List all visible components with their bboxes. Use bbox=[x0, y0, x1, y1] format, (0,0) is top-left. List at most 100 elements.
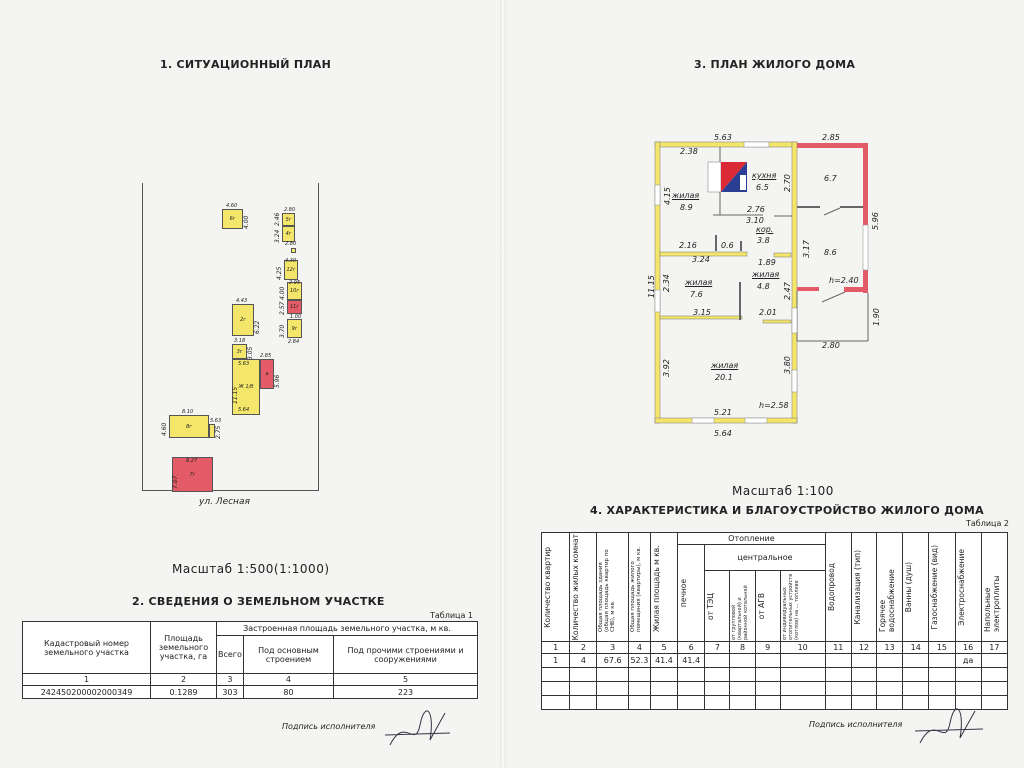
page-fold bbox=[500, 0, 506, 768]
header: Горячее водоснабжение bbox=[878, 569, 896, 633]
dim-side: 4.25 bbox=[276, 266, 283, 280]
dim-side: 5.96 bbox=[274, 374, 281, 388]
cell: 67.6 bbox=[596, 653, 629, 669]
plan-scale: Масштаб 1:100 bbox=[732, 484, 834, 498]
building-small bbox=[291, 248, 296, 253]
dim-side: 4.00 bbox=[243, 215, 250, 229]
header-total: Всего bbox=[216, 635, 244, 674]
header: Жилая площадь м кв. bbox=[651, 545, 661, 633]
cell: 1 bbox=[540, 653, 571, 669]
dim-side: 2.46 bbox=[274, 212, 281, 226]
header: от групповой (квартальной) и районной ко… bbox=[731, 585, 750, 641]
land-title: 2. СВЕДЕНИЯ О ЗЕМЕЛЬНОМ УЧАСТКЕ bbox=[132, 595, 385, 608]
dim-side: 3.70 bbox=[279, 324, 286, 338]
dim: 3.24 bbox=[692, 255, 710, 264]
room-name: жилая bbox=[752, 270, 780, 279]
col-num: 4 bbox=[627, 641, 651, 655]
building-10g: 10г bbox=[287, 282, 302, 300]
cell bbox=[875, 653, 904, 669]
dim: 5.21 bbox=[714, 408, 732, 417]
cell bbox=[704, 653, 731, 669]
dim: 2.01 bbox=[759, 308, 777, 317]
dim: 5.64 bbox=[238, 407, 250, 413]
built-other: 223 bbox=[333, 685, 478, 699]
building-6g: 6г bbox=[222, 209, 243, 229]
building-4g: 4г bbox=[282, 226, 295, 242]
signature-mark bbox=[385, 710, 451, 746]
dim: 0.6 bbox=[721, 241, 734, 250]
dim: 4.15 bbox=[663, 187, 672, 205]
cell bbox=[754, 653, 781, 669]
cell bbox=[850, 653, 878, 669]
cell: 52.3 bbox=[627, 653, 651, 669]
col-num: 1 bbox=[540, 641, 571, 655]
col-num: 1 bbox=[22, 673, 151, 686]
dim: 5.63 bbox=[210, 418, 222, 424]
header: Количество квартир bbox=[543, 546, 552, 628]
dim: 4.43 bbox=[236, 298, 248, 304]
col-num: 12 bbox=[850, 641, 878, 655]
signature-label: Подпись исполнителя bbox=[282, 722, 376, 731]
dim: 3.80 bbox=[783, 356, 792, 374]
header: от индивидуальных отопительных устройств… bbox=[781, 574, 800, 641]
dim: 8.10 bbox=[182, 409, 194, 415]
dim-side: 4.60 bbox=[161, 422, 168, 436]
dim: 2.38 bbox=[680, 147, 698, 156]
cell bbox=[928, 653, 956, 669]
dim: 11.15 bbox=[647, 275, 656, 298]
dim: 2.85 bbox=[260, 353, 272, 359]
dim: 1.90 bbox=[872, 308, 881, 326]
dim-side: 11.15 bbox=[232, 386, 239, 404]
cell: 4 bbox=[569, 653, 598, 669]
header-cadastral: Кадастровый номер земельного участка bbox=[22, 621, 151, 674]
built-total: 303 bbox=[216, 685, 244, 699]
header-heating: Отопление bbox=[677, 532, 826, 545]
signature-label: Подпись исполнителя bbox=[809, 720, 903, 729]
dim: 4.60 bbox=[226, 203, 238, 209]
col-num: 2 bbox=[569, 641, 598, 655]
cadastral-number: 242450200002000349 bbox=[22, 685, 151, 699]
dim-side: 3.05 bbox=[247, 346, 254, 360]
header-main: Под основным строением bbox=[242, 635, 335, 674]
header: Напольные электроплиты bbox=[982, 575, 1001, 633]
building-2g: 2г bbox=[232, 304, 254, 336]
cell bbox=[779, 653, 826, 669]
dim: 5.96 bbox=[871, 212, 880, 230]
room-area: 8.6 bbox=[824, 248, 837, 257]
dim: 2.76 bbox=[747, 205, 765, 214]
room-area: 20.1 bbox=[715, 373, 733, 382]
street-label: ул. Лесная bbox=[199, 497, 250, 507]
cell: да bbox=[954, 653, 982, 669]
cell: 41.4 bbox=[649, 653, 679, 669]
table2-label: Таблица 2 bbox=[966, 519, 1010, 528]
dim-side: 4.00 bbox=[279, 286, 286, 300]
building-7g: 7г bbox=[172, 457, 213, 492]
header: Общая площадь жилого помещения (квартиры… bbox=[629, 546, 642, 633]
dim: 8.27 bbox=[186, 458, 198, 464]
building-annex bbox=[209, 424, 215, 438]
col-num: 3 bbox=[216, 673, 244, 686]
dim: 2.95 bbox=[289, 280, 301, 286]
dim: 5.64 bbox=[714, 429, 732, 438]
characteristics-table: Количество квартир Количество жилых комн… bbox=[540, 531, 1009, 711]
room-name: жилая bbox=[711, 361, 739, 370]
col-num: 6 bbox=[677, 641, 706, 655]
dim: 5.63 bbox=[714, 133, 732, 142]
dim: 2.34 bbox=[662, 274, 671, 292]
col-num: 14 bbox=[902, 641, 930, 655]
table-row: 242450200002000349 0.1289 303 80 223 bbox=[22, 685, 478, 699]
dim: 1.89 bbox=[758, 258, 776, 267]
dim: 3.10 bbox=[746, 216, 764, 225]
header-other: Под прочими строениями и сооружениями bbox=[333, 635, 478, 674]
building-5g: 5г bbox=[282, 213, 295, 226]
dim: 2.85 bbox=[822, 133, 840, 142]
building-12g: 12г bbox=[284, 260, 298, 280]
house-plan-title: 3. ПЛАН ЖИЛОГО ДОМА bbox=[694, 58, 856, 71]
header-area: Площадь земельного участка, га bbox=[150, 621, 217, 674]
col-num: 4 bbox=[242, 673, 335, 686]
col-num: 13 bbox=[875, 641, 904, 655]
room-area: 8.9 bbox=[680, 203, 693, 212]
room-area: 4.8 bbox=[757, 282, 770, 291]
dim: 2.70 bbox=[783, 174, 792, 192]
room-name: кухня bbox=[752, 171, 777, 180]
